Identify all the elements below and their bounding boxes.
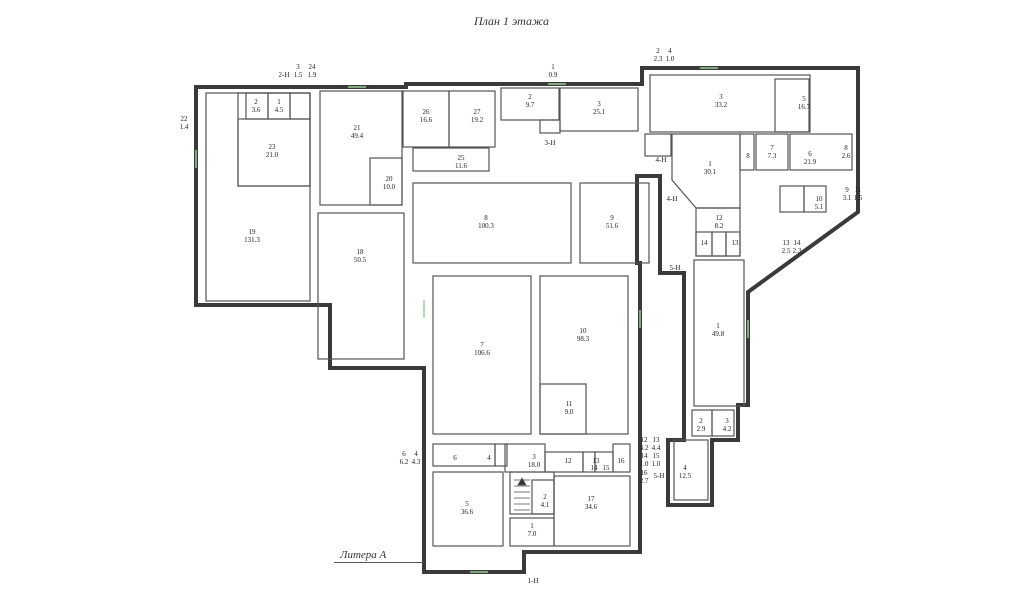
room-number: 12 <box>564 457 572 465</box>
room-number: 14 <box>700 239 708 247</box>
entrance-marker: 2-Н <box>278 71 290 79</box>
entrance-marker: 5-Н <box>669 264 681 272</box>
room-number: 6 <box>453 454 457 462</box>
room-number: 14 <box>590 464 598 472</box>
room-number: 8 <box>746 152 750 160</box>
litera-underline <box>334 562 424 563</box>
entrance-marker: 5-Н <box>653 472 665 480</box>
room-number: 16 <box>617 457 625 465</box>
entrance-marker: 4-Н <box>666 195 678 203</box>
room-number: 4 <box>487 454 491 462</box>
entrance-marker: 1-Н <box>527 577 539 585</box>
windows <box>195 67 749 573</box>
entrance-marker: 3-Н <box>544 139 556 147</box>
plan-title: План 1 этажа <box>474 14 549 28</box>
outer-walls <box>194 66 860 574</box>
entrance-marker: 4-Н <box>655 156 667 164</box>
staircase <box>514 477 530 511</box>
inner-walls <box>205 74 853 547</box>
litera-label: Литера А <box>340 549 387 561</box>
room-number: 13 <box>592 457 600 465</box>
room-number: 15 <box>602 464 610 472</box>
room-number: 13 <box>731 239 739 247</box>
